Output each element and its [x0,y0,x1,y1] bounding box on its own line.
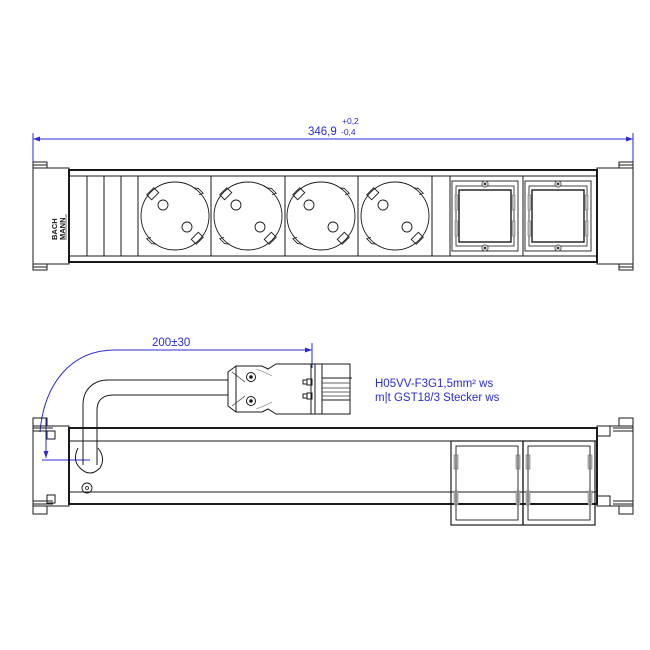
socket-outlet-2 [213,176,286,256]
strip-body-side [68,427,598,505]
socket-outlet-3 [286,176,359,256]
top-view: 346,9 +0,2 -0,4 BACH MANN [32,116,634,271]
overall-length-dimension: 346,9 +0,2 -0,4 [32,116,634,170]
length-tolerance-lower: -0,4 [341,127,356,137]
module-frame-side-1 [450,440,524,526]
strip-body-top [68,169,598,263]
module-frame-side-2 [522,440,596,526]
bachmann-logo: BACH MANN [50,218,67,241]
cable-spec-line-1: H05VV-F3G1,5mm² ws [375,378,494,390]
blank-cover-segments [86,176,139,256]
cable-length-label: 200±30 [152,337,190,349]
socket-outlet-1 [140,176,212,256]
length-nominal: 346,9 [308,126,337,138]
right-end-cap-side [596,417,634,515]
side-view: 200±30 [32,337,634,526]
module-frame-top-1 [449,176,519,256]
length-tolerance-upper: +0,2 [342,116,359,126]
svg-text:MANN: MANN [58,218,67,241]
cable-length-dimension: 200±30 [39,337,313,461]
gst18-plug [227,363,352,415]
power-cable [82,379,228,465]
svg-text:BACH: BACH [50,218,59,240]
cable-entry [74,447,104,494]
cable-spec-label: H05VV-F3G1,5mm² ws m|t GST18/3 Stecker w… [375,377,499,405]
module-frame-top-2 [522,176,592,256]
socket-outlet-4 [360,176,433,256]
left-end-cap-side [32,417,70,515]
cable-spec-line-2: m|t GST18/3 Stecker ws [375,392,500,404]
right-end-cap [596,161,634,271]
left-end-cap: BACH MANN [32,161,70,271]
